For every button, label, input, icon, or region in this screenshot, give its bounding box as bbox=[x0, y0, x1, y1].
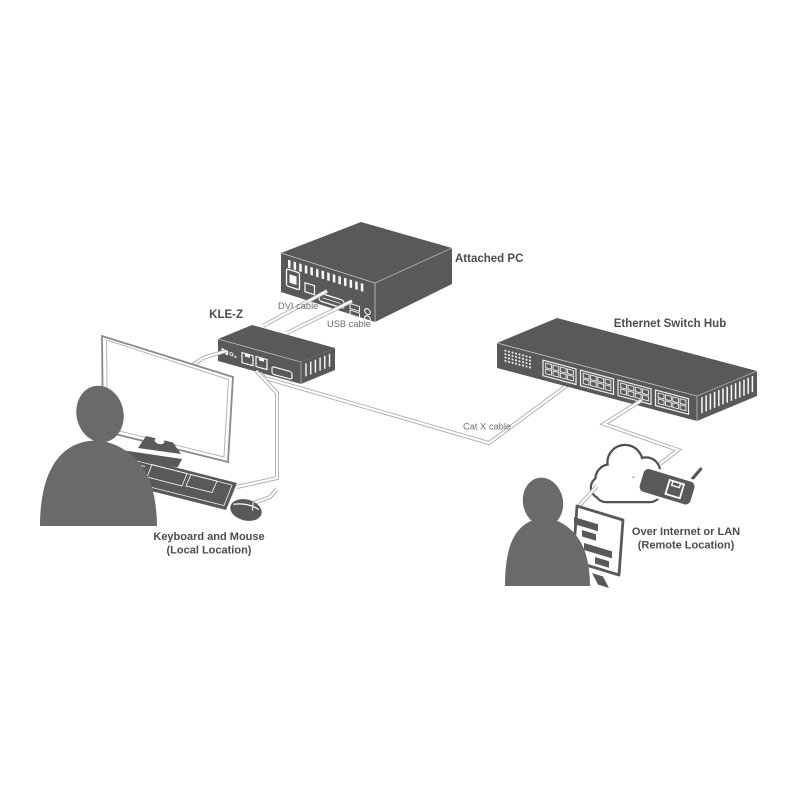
usb-cable-label: USB cable bbox=[327, 319, 371, 329]
pc-usb-port-icon bbox=[349, 309, 360, 319]
monitor-stand-neck bbox=[138, 436, 181, 454]
monitor-illustration bbox=[101, 334, 234, 469]
keyboard-keyblock bbox=[185, 474, 218, 493]
kle-z-label: KLE-Z bbox=[209, 309, 243, 321]
attached-pc-illustration bbox=[280, 222, 453, 323]
extender-led-icon bbox=[234, 355, 237, 358]
remote-screen-stand bbox=[592, 573, 609, 588]
switch-port-banks bbox=[542, 359, 690, 416]
network-router-icon bbox=[636, 465, 704, 508]
attached-pc-label: Attached PC bbox=[455, 253, 523, 265]
keyboard-cable-line bbox=[236, 369, 279, 489]
remote-screen-textbar bbox=[574, 517, 598, 532]
mouse-illustration bbox=[230, 499, 262, 521]
pc-usb-port-icon bbox=[349, 302, 360, 313]
pc-lan-port-icon bbox=[304, 281, 316, 296]
ethernet-switch-illustration bbox=[496, 318, 758, 421]
pc-ps2-port-icon bbox=[364, 315, 371, 323]
switch-to-internet-cable-line bbox=[599, 398, 683, 466]
extender-front-panel bbox=[221, 347, 293, 380]
remote-user-figure bbox=[505, 477, 590, 586]
remote-user-head bbox=[522, 477, 564, 527]
internet-to-remote-cable-line bbox=[576, 484, 599, 509]
remote-location-label-line1: Over Internet or LAN bbox=[632, 526, 740, 538]
remote-screen-textbar bbox=[595, 557, 609, 568]
local-user-figure bbox=[40, 385, 157, 526]
catx-cable-label: Cat X cable bbox=[463, 422, 511, 432]
keyboard-keyblock bbox=[146, 464, 188, 487]
dvi-cable-line bbox=[262, 289, 328, 328]
extender-button-icon bbox=[229, 352, 234, 357]
catx-cable-line bbox=[258, 371, 575, 446]
dvi-cable-label: DVI cable bbox=[278, 301, 318, 311]
mouse-cable-line bbox=[250, 487, 279, 506]
local-user-body bbox=[40, 440, 157, 526]
remote-user-body bbox=[505, 518, 590, 586]
extender-rj45-port-icon bbox=[241, 351, 254, 367]
local-user-head bbox=[76, 385, 124, 443]
extender-vent-slats-icon bbox=[305, 353, 331, 377]
local-location-label-line2: (Local Location) bbox=[167, 545, 252, 557]
ethernet-switch-label: Ethernet Switch Hub bbox=[614, 318, 726, 330]
pc-power-socket-icon bbox=[285, 268, 301, 291]
local-location-label-line1: Keyboard and Mouse bbox=[153, 531, 264, 543]
switch-front-panel bbox=[504, 349, 690, 416]
remote-location-label-line2: (Remote Location) bbox=[638, 540, 735, 552]
usb-cable-line bbox=[286, 299, 353, 335]
pc-power-plug-icon bbox=[289, 274, 297, 285]
switch-vent-slats-icon bbox=[701, 376, 754, 414]
remote-screen-textbar bbox=[582, 530, 596, 541]
pc-ps2-port-icon bbox=[364, 308, 371, 316]
remote-screen-textbar bbox=[584, 543, 612, 559]
kle-z-extender-illustration bbox=[217, 325, 335, 384]
extender-dvi-port-icon bbox=[271, 366, 293, 380]
